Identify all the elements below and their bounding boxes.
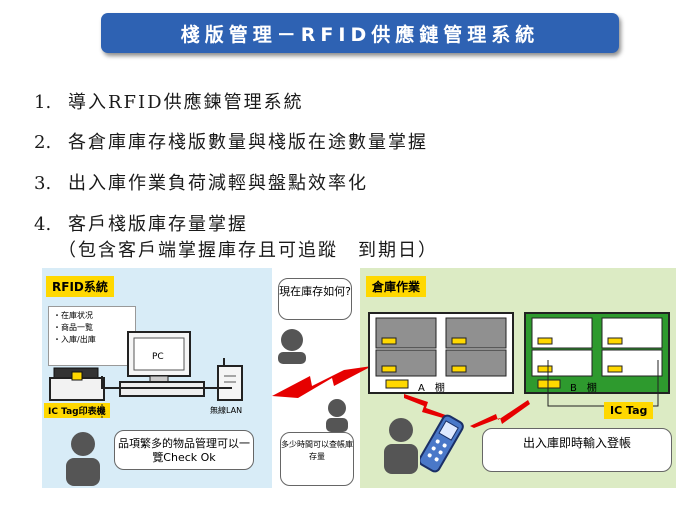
checklist-item: ・入庫/出庫 <box>53 335 96 344</box>
list-item: 1. 導入RFID供應鍊管理系統 <box>34 88 304 114</box>
list-item-text: 出入庫作業負荷減輕與盤點效率化 <box>68 173 368 194</box>
wireless-signal-icon <box>404 394 454 420</box>
network-cables <box>101 376 232 420</box>
list-item-subtext: （包含客戶端掌握庫存且可追蹤 到期日） <box>58 240 438 261</box>
left-speech-bubble: 品項繁多的物品管理可以一覽Check Ok <box>114 430 254 470</box>
list-item: 3. 出入庫作業負荷減輕與盤點效率化 <box>34 169 368 195</box>
page-title: 棧版管理－RFID供應鏈管理系統 <box>101 13 619 53</box>
person-icon <box>278 329 306 364</box>
list-item-number: 2. <box>34 132 52 153</box>
list-item-number: 4. <box>34 214 52 235</box>
wireless-lan-icon <box>217 358 243 401</box>
checklist-item: ・在庫状况 <box>53 311 93 320</box>
ic-tag-printer-label: IC Tag印表機 <box>44 403 110 418</box>
wireless-signal-icon <box>470 400 530 428</box>
ic-tag-label: IC Tag <box>604 402 654 419</box>
handheld-reader-icon <box>420 414 464 473</box>
list-item-number: 3. <box>34 173 52 194</box>
list-item: 2. 各倉庫庫存棧版數量與棧版在途數量掌握 <box>34 128 428 154</box>
list-item-text: 各倉庫庫存棧版數量與棧版在途數量掌握 <box>68 132 428 153</box>
list-item: 4. 客戶棧版庫存量掌握 <box>34 210 248 236</box>
middle-top-speech-bubble: 現在庫存如何? <box>278 278 352 320</box>
rack-a-shelf <box>368 312 514 394</box>
pc-label: PC <box>152 352 164 362</box>
printer-icon <box>49 367 105 401</box>
middle-bottom-speech-bubble: 多少時間可以查帳庫存量 <box>280 432 354 486</box>
person-icon <box>66 432 100 486</box>
checklist-note: ・在庫状况 ・商品一覧 ・入庫/出庫 <box>48 306 136 366</box>
rack-a-label: A 棚 <box>418 383 445 394</box>
pc-icon <box>119 331 205 397</box>
list-item-text: 客戶棧版庫存量掌握 <box>68 214 248 235</box>
wireless-lan-label: 無線LAN <box>210 406 243 415</box>
list-item-text: 導入RFID供應鍊管理系統 <box>68 92 304 113</box>
wireless-signal-icon <box>272 366 372 398</box>
warehouse-operation-label: 倉庫作業 <box>366 276 427 297</box>
list-item-number: 1. <box>34 92 52 113</box>
person-icon <box>326 399 348 432</box>
rack-b-label: B 棚 <box>570 383 597 394</box>
rfid-system-label: RFID系統 <box>46 276 114 297</box>
checklist-item: ・商品一覧 <box>53 323 93 332</box>
rack-b-shelf <box>524 312 670 394</box>
person-icon <box>384 418 418 474</box>
right-speech-bubble: 出入庫即時輸入登帳 <box>482 428 672 472</box>
